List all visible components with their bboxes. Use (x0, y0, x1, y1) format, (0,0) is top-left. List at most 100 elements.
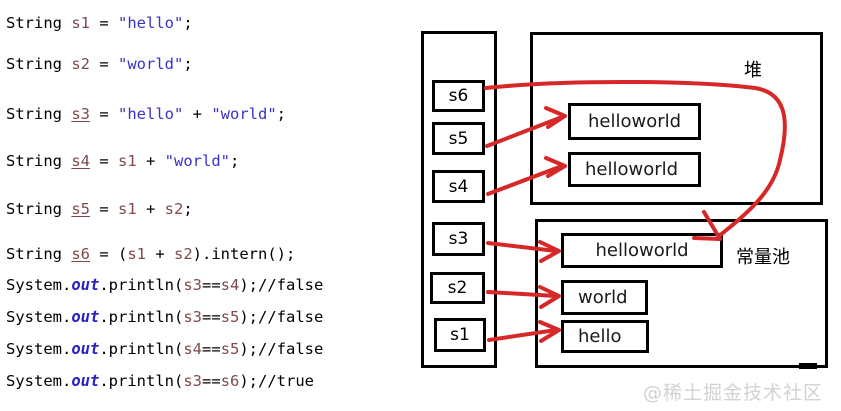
code-token-plain: ); (239, 308, 259, 326)
arrow-s3-to-pool-helloworld (486, 240, 561, 263)
code-token-var: s1 (71, 14, 90, 32)
code-token-plain: = ( (90, 245, 128, 263)
code-token-kw: String (6, 55, 72, 73)
code-token-var: s3 (183, 276, 202, 294)
pool-value-2-world: world (561, 280, 648, 315)
code-token-var: s2 (174, 245, 193, 263)
stack-region-box (421, 31, 497, 368)
code-token-plain: ).intern(); (192, 245, 296, 263)
code-token-plain: == (202, 308, 221, 326)
code-token-plain: + (136, 200, 165, 218)
code-token-plain: .println( (99, 276, 184, 294)
code-token-plain: System. (6, 276, 72, 294)
code-token-kw: String (6, 105, 72, 123)
code-token-plain: ); (239, 372, 259, 390)
stack-slot-s4: s4 (432, 170, 485, 203)
heap-value-1-helloworld: helloworld (568, 103, 701, 140)
code-token-field: out (71, 340, 100, 358)
code-token-str: "world" (211, 105, 277, 123)
code-token-var: s2 (164, 200, 184, 218)
code-token-plain: .println( (99, 372, 184, 390)
pool-value-1-helloworld: helloworld (561, 233, 723, 268)
arrow-s2-to-pool-world (486, 285, 561, 309)
code-token-str: "hello" (118, 14, 184, 32)
code-line: String s6 = (s1 + s2).intern(); (6, 245, 295, 263)
code-token-plain: .println( (99, 308, 184, 326)
stack-slot-s1: s1 (434, 318, 486, 352)
code-token-var: s4 (220, 276, 240, 294)
code-token-var: s1 (118, 152, 137, 170)
code-line: System.out.println(s4==s5);//false (6, 340, 323, 358)
code-token-var: s5 (220, 308, 240, 326)
code-line: System.out.println(s3==s6);//true (6, 372, 314, 390)
code-token-var: s1 (118, 200, 137, 218)
code-token-plain: + (146, 245, 174, 263)
code-line: String s5 = s1 + s2; (6, 200, 193, 218)
code-token-plain: + (136, 152, 165, 170)
constant-pool-region-box (535, 219, 828, 368)
code-token-comment: //false (258, 340, 324, 358)
code-token-plain: ; (183, 14, 193, 32)
arrow-s6-to-pool-helloworld (484, 80, 787, 241)
code-token-field: out (71, 308, 100, 326)
code-line: System.out.println(s3==s5);//false (6, 308, 323, 326)
code-line: String s3 = "hello" + "world"; (6, 105, 286, 123)
code-token-kw: String (6, 200, 72, 218)
code-token-comment: //true (258, 372, 315, 390)
code-token-var: s5 (220, 340, 240, 358)
code-token-plain: System. (6, 308, 72, 326)
code-token-plain: == (202, 340, 221, 358)
stack-slot-s6: s6 (432, 80, 485, 112)
pool-value-3-hello: hello (561, 320, 649, 353)
code-line: String s1 = "hello"; (6, 14, 193, 32)
code-token-plain: = (90, 55, 118, 73)
code-token-var-warn: s3 (71, 105, 90, 123)
code-token-str: "world" (118, 55, 184, 73)
arrow-s5-to-heap-helloworld-1 (485, 106, 567, 148)
stack-slot-s2: s2 (430, 272, 485, 304)
code-token-var: s2 (71, 55, 90, 73)
stack-slot-s3: s3 (432, 222, 485, 256)
heap-region-box (530, 32, 823, 205)
code-token-field: out (71, 276, 100, 294)
code-token-kw: String (6, 245, 72, 263)
code-token-str: "world" (164, 152, 230, 170)
code-token-var-warn: s5 (71, 200, 90, 218)
heap-value-2-helloworld: helloworld (568, 152, 701, 187)
stack-slot-s5: s5 (432, 122, 485, 155)
code-token-plain: System. (6, 340, 72, 358)
code-token-var: s3 (183, 308, 202, 326)
code-token-plain: ); (239, 340, 259, 358)
code-token-comment: //false (258, 308, 324, 326)
code-token-var: s4 (183, 340, 202, 358)
code-token-plain: ; (183, 55, 193, 73)
code-token-plain: System. (6, 372, 72, 390)
code-token-plain: = (90, 105, 118, 123)
code-token-comment: //false (258, 276, 324, 294)
code-token-kw: String (6, 14, 72, 32)
heap-region-label: 堆 (744, 60, 762, 81)
code-token-var: s1 (127, 245, 146, 263)
watermark-text: @稀土掘金技术社区 (642, 382, 823, 404)
code-token-plain: + (183, 105, 212, 123)
code-token-var-warn: s4 (71, 152, 90, 170)
code-token-plain: .println( (99, 340, 184, 358)
code-token-var: s3 (183, 372, 202, 390)
arrow-s1-to-pool-hello (487, 320, 561, 343)
code-token-var-warn: s6 (71, 245, 90, 263)
code-line: String s2 = "world"; (6, 55, 193, 73)
code-token-plain: ); (239, 276, 259, 294)
code-token-plain: ; (230, 152, 240, 170)
code-token-plain: = (90, 14, 118, 32)
code-token-var: s6 (220, 372, 240, 390)
pool-bottom-tick (799, 363, 817, 369)
arrow-s4-to-heap-helloworld-2 (486, 156, 567, 196)
code-line: System.out.println(s3==s4);//false (6, 276, 323, 294)
code-token-plain: ; (183, 200, 193, 218)
code-token-str: "hello" (118, 105, 184, 123)
code-token-plain: ; (276, 105, 286, 123)
code-token-plain: = (90, 200, 118, 218)
code-token-kw: String (6, 152, 72, 170)
code-token-plain: == (202, 276, 221, 294)
